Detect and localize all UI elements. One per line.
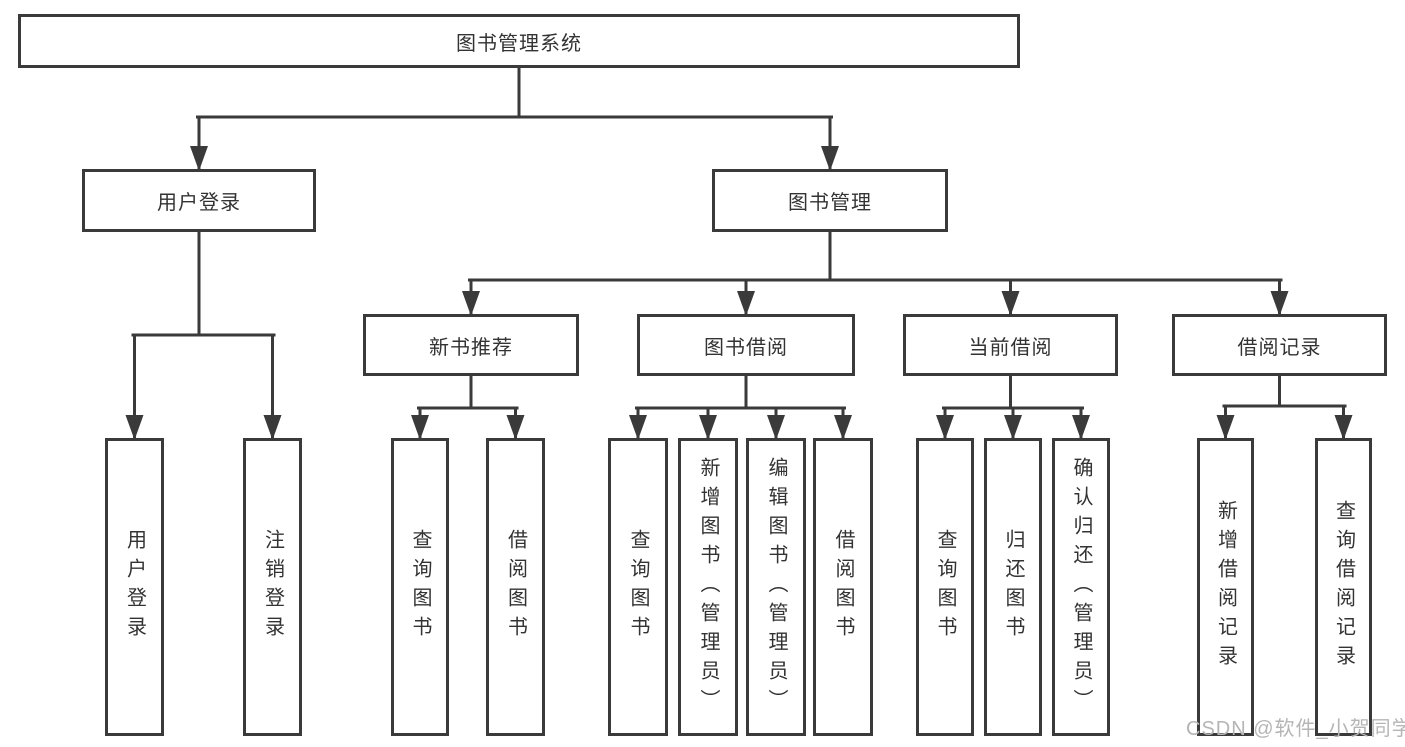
diagram-node-bb-edit-book: 编辑图书（管理员） [746, 438, 806, 736]
diagram-node-book-borrow: 图书借阅 [637, 314, 855, 376]
diagram-node-label: 新书推荐 [429, 336, 513, 359]
diagram-node-new-book-rec: 新书推荐 [363, 314, 579, 376]
diagram-node-book-mgmt: 图书管理 [712, 169, 948, 232]
arrowhead-icon [1001, 291, 1020, 316]
diagram-node-label: 借阅图书 [504, 529, 527, 645]
diagram-node-borrow-record: 借阅记录 [1172, 314, 1387, 376]
diagram-node-label: 查询借阅记录 [1332, 500, 1355, 674]
arrowhead-icon [506, 415, 525, 440]
diagram-node-user-login: 用户登录 [82, 169, 316, 232]
arrowhead-icon [1072, 415, 1090, 440]
arrowhead-icon [737, 291, 755, 316]
arrowhead-icon [767, 415, 785, 440]
diagram-node-label: 用户登录 [123, 529, 146, 645]
diagram-node-label: 新增图书（管理员） [697, 456, 719, 718]
diagram-node-label: 借阅记录 [1237, 336, 1322, 359]
diagram-node-label: 借阅图书 [832, 529, 854, 645]
diagram-node-root: 图书管理系统 [18, 14, 1020, 68]
arrowhead-icon [699, 415, 717, 440]
diagram-node-nb-borrow-book: 借阅图书 [486, 438, 545, 736]
diagram-node-leaf-user-login: 用户登录 [105, 438, 164, 736]
diagram-node-label: 归还图书 [1002, 529, 1024, 645]
diagram-node-bb-query-book: 查询图书 [608, 438, 668, 736]
diagram-node-label: 图书管理 [788, 192, 872, 214]
arrowhead-icon [263, 415, 282, 440]
arrowhead-icon [1216, 415, 1235, 440]
arrowhead-icon [462, 291, 480, 316]
diagram-node-label: 图书借阅 [704, 336, 788, 359]
diagram-node-label: 当前借阅 [968, 336, 1053, 359]
diagram-node-current-borrow: 当前借阅 [903, 314, 1118, 376]
watermark: CSDN @软件_小贺同学 [1186, 718, 1405, 740]
arrowhead-icon [1004, 415, 1022, 440]
diagram-node-label: 图书管理系统 [456, 32, 582, 55]
diagram-node-label: 查询图书 [409, 529, 431, 645]
diagram-node-label: 用户登录 [157, 192, 241, 214]
arrowhead-icon [629, 415, 647, 440]
diagram-node-label: 新增借阅记录 [1214, 500, 1237, 674]
arrowhead-icon [1270, 291, 1289, 316]
diagram-node-leaf-logout: 注销登录 [243, 438, 302, 736]
arrowhead-icon [936, 415, 954, 440]
diagram-node-cb-return-book: 归还图书 [984, 438, 1042, 736]
diagram-node-br-query-record: 查询借阅记录 [1315, 438, 1372, 736]
diagram-node-bb-add-book: 新增图书（管理员） [678, 438, 738, 736]
diagram-node-label: 查询图书 [627, 529, 649, 645]
arrowhead-icon [411, 415, 429, 440]
diagram-node-label: 查询图书 [934, 529, 956, 645]
arrowhead-icon [125, 415, 144, 440]
diagram-node-cb-confirm-return: 确认归还（管理员） [1052, 438, 1110, 736]
diagram-node-label: 确认归还（管理员） [1070, 456, 1092, 718]
diagram-node-br-add-record: 新增借阅记录 [1197, 438, 1254, 736]
arrowhead-icon [834, 415, 852, 440]
diagram-node-label: 注销登录 [261, 529, 284, 645]
arrowhead-icon [821, 146, 839, 171]
diagram-node-bb-borrow-book: 借阅图书 [813, 438, 873, 736]
arrowhead-icon [190, 146, 208, 171]
arrowhead-icon [1334, 415, 1353, 440]
diagram-node-label: 编辑图书（管理员） [765, 456, 787, 718]
diagram-node-nb-query-book: 查询图书 [391, 438, 449, 736]
diagram-node-cb-query-book: 查询图书 [916, 438, 974, 736]
